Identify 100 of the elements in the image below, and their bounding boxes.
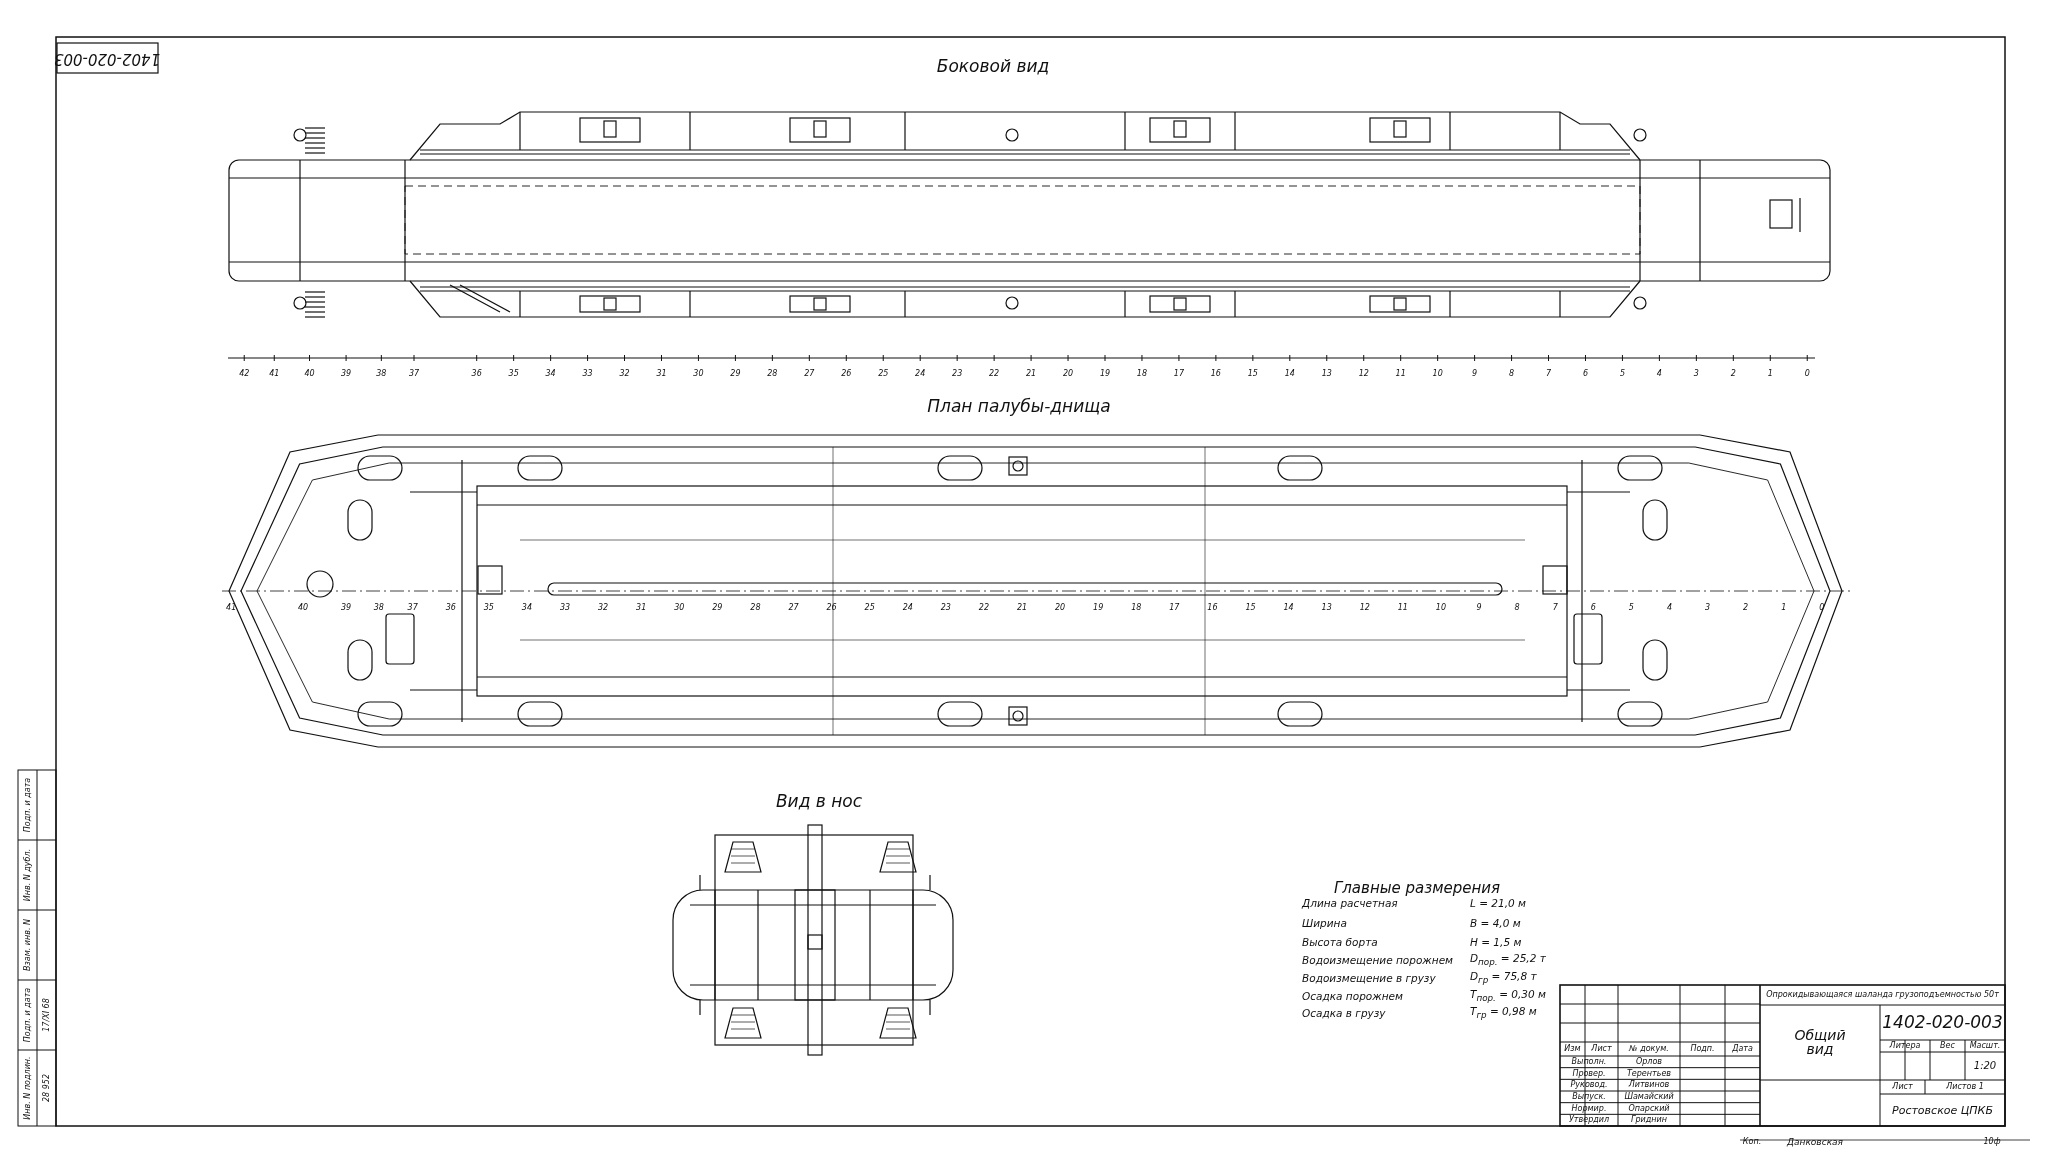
title-block-header: Вес — [1940, 1042, 1955, 1050]
dimension-name: Осадка порожнем — [1302, 990, 1403, 1002]
frame-number: 28 — [750, 604, 761, 612]
frame-number: 5 — [1628, 604, 1634, 612]
title-block-role: Выпуск. — [1572, 1092, 1606, 1101]
frame-number: 17 — [1173, 370, 1184, 378]
margin-header: Инв. N дубл. — [23, 848, 32, 902]
frame-number: 3 — [1704, 604, 1711, 612]
frame-number: 36 — [471, 370, 482, 378]
drawing-number: 1402-020-003 — [53, 50, 161, 66]
frame-number: 22 — [978, 604, 990, 612]
margin-header: Подп. и дата — [23, 777, 32, 833]
title-block-role: Нормир. — [1571, 1104, 1607, 1113]
frame-number: 4 — [1666, 604, 1672, 612]
dimension-value: T$_{пор.}$ = 0,30 м — [1470, 989, 1546, 1003]
dimension-name: Ширина — [1302, 917, 1347, 929]
frame-number: 31 — [636, 604, 647, 612]
drawing-title: Опрокидывающаяся шаланда грузоподъемностью 50т — [1766, 991, 1999, 999]
frame-number: 9 — [1472, 370, 1478, 378]
title-block-name: Орлов — [1635, 1057, 1663, 1066]
frame-number: 21 — [1016, 604, 1028, 612]
dimension-value: D$_{гр}$ = 75,8 т — [1470, 971, 1537, 985]
frame-number: 16 — [1207, 604, 1218, 612]
frame-number: 39 — [341, 604, 352, 612]
frame-number: 25 — [878, 370, 889, 378]
frame-number: 19 — [1093, 604, 1104, 612]
frame-number: 21 — [1026, 370, 1037, 378]
frame-number: 33 — [559, 604, 571, 612]
frame-number: 40 — [297, 604, 309, 612]
frame-number: 14 — [1284, 370, 1295, 378]
frame-number: 15 — [1247, 370, 1258, 378]
frame-number: 6 — [1590, 604, 1596, 612]
frame-number: 1 — [1767, 370, 1773, 378]
frame-number: 27 — [788, 604, 799, 612]
title-block-header: № докум. — [1629, 1045, 1669, 1053]
margin-header: Взам. инв. N — [23, 919, 32, 971]
dimension-name: Водоизмещение порожнем — [1302, 954, 1454, 966]
frame-number: 10 — [1432, 370, 1443, 378]
margin-entry: 17/XI 68 — [42, 998, 51, 1032]
frame-number: 16 — [1210, 370, 1221, 378]
frame-number: 34 — [545, 370, 556, 378]
frame-number: 15 — [1245, 604, 1256, 612]
format-note: 10ф — [1983, 1138, 2001, 1146]
title-block-name: Терентьев — [1626, 1069, 1672, 1078]
frame-number: 39 — [341, 370, 352, 378]
frame-number: 26 — [841, 370, 852, 378]
frame-number: 38 — [376, 370, 387, 378]
frame-number: 30 — [693, 370, 704, 378]
frame-number: 7 — [1545, 370, 1552, 378]
frame-number: 22 — [989, 370, 1000, 378]
title-block-name: Литвинов — [1628, 1081, 1670, 1090]
title-block-name: Опарский — [1628, 1104, 1670, 1113]
frame-number: 23 — [952, 370, 963, 378]
frame-number: 18 — [1136, 370, 1148, 378]
view-title: План палубы-днища — [927, 396, 1111, 417]
margin-header: Инв. N подлин. — [23, 1056, 32, 1120]
frame-number: 2 — [1730, 370, 1736, 378]
frame-number: 12 — [1359, 604, 1370, 612]
title-block-header: Дата — [1732, 1045, 1753, 1053]
frame-number: 28 — [767, 370, 778, 378]
frame-number: 18 — [1131, 604, 1142, 612]
frame-number: 24 — [915, 370, 926, 378]
frame-number: 33 — [582, 370, 593, 378]
title-block-header: Изм — [1564, 1045, 1581, 1053]
frame-number: 8 — [1514, 604, 1520, 612]
frame-number: 20 — [1055, 604, 1066, 612]
frame-number: 13 — [1321, 370, 1332, 378]
frame-number: 20 — [1062, 370, 1074, 378]
title-block-name: Гриднин — [1631, 1116, 1667, 1125]
frame-number: 35 — [483, 604, 494, 612]
frame-number: 12 — [1358, 370, 1369, 378]
sheet-title: Общий вид — [1793, 1028, 1847, 1056]
title-block-header: Лист — [1591, 1045, 1612, 1053]
frame-number: 17 — [1169, 604, 1180, 612]
frame-number: 31 — [656, 370, 667, 378]
view-title: Вид в нос — [775, 791, 863, 812]
copyist-name: Данковская — [1787, 1137, 1843, 1147]
frame-number: 14 — [1283, 604, 1294, 612]
frame-number: 32 — [619, 370, 630, 378]
dimension-value: B = 4,0 м — [1470, 917, 1521, 929]
frame-number: 4 — [1656, 370, 1662, 378]
dimension-value: T$_{гр}$ = 0,98 м — [1470, 1006, 1537, 1020]
frame-number: 29 — [712, 604, 723, 612]
frame-number: 10 — [1435, 604, 1446, 612]
frame-number: 3 — [1693, 370, 1699, 378]
dimension-value: L = 21,0 м — [1470, 897, 1526, 909]
frame-number: 27 — [804, 370, 815, 378]
title-block-role: Утвердил — [1568, 1116, 1610, 1125]
frame-number: 5 — [1619, 370, 1625, 378]
frame-number: 23 — [940, 604, 951, 612]
title-block-role: Выполн. — [1571, 1057, 1607, 1066]
frame-number: 2 — [1743, 604, 1749, 612]
frame-number: 41 — [269, 370, 280, 378]
margin-header: Подп. и дата — [23, 987, 32, 1043]
frame-number: 30 — [674, 604, 685, 612]
frame-number: 11 — [1397, 604, 1408, 612]
frame-number: 8 — [1509, 370, 1515, 378]
dimension-name: Длина расчетная — [1302, 897, 1398, 909]
margin-entry: 28 952 — [42, 1074, 51, 1102]
dimension-value: H = 1,5 м — [1470, 936, 1522, 948]
